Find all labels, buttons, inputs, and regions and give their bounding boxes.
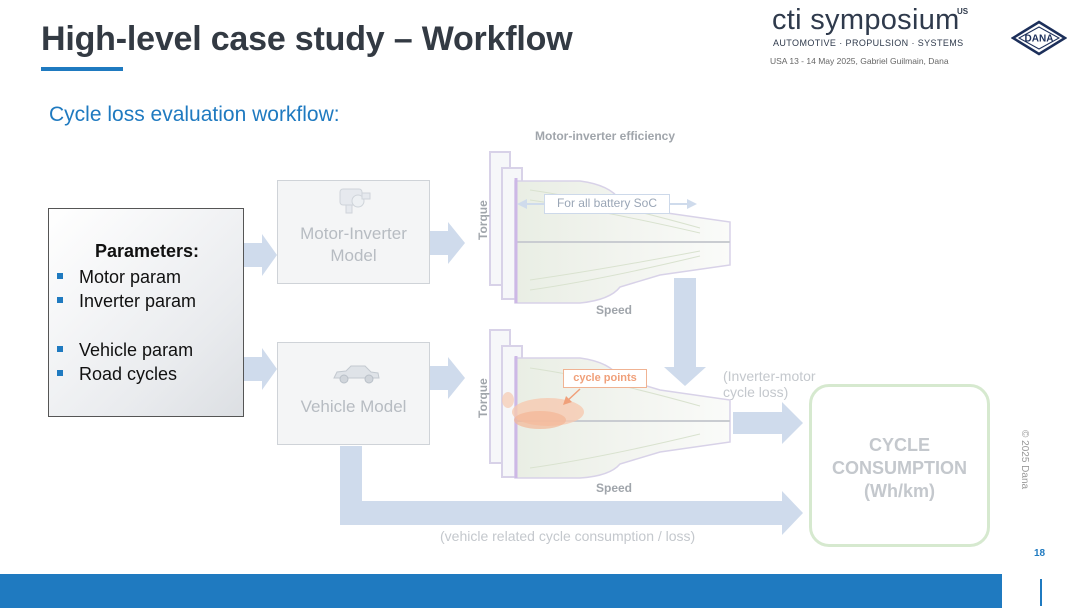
cycle-points-label: cycle points: [563, 369, 647, 388]
footer-divider: [1040, 579, 1042, 606]
footer-bar: [0, 574, 1002, 608]
title-underline: [41, 67, 123, 71]
car-icon: [333, 365, 380, 384]
bullet-icon: [57, 370, 63, 377]
vehicle-loss-label: (vehicle related cycle consumption / los…: [440, 528, 696, 544]
slide-title: High-level case study – Workflow: [41, 20, 573, 58]
dana-logo-text: DANA: [1025, 34, 1054, 45]
vehicle-model-label: Vehicle Model: [300, 397, 407, 416]
arrow-map-to-cycle-map: [664, 278, 706, 386]
cycle-map-x-axis: Speed: [596, 481, 633, 495]
efficiency-map-x-axis: Speed: [596, 303, 633, 317]
logo-tagline: AUTOMOTIVE · PROPULSION · SYSTEMS: [773, 38, 964, 48]
bullet-icon: [57, 297, 63, 304]
cycle-map-y-axis: Torque: [476, 378, 490, 418]
arrow-params-to-motor-model: [244, 234, 277, 276]
section-subtitle: Cycle loss evaluation workflow:: [49, 103, 340, 126]
result-line-1: CYCLE: [868, 435, 930, 455]
arrow-vehicle-loss-to-result: [340, 446, 803, 535]
efficiency-map-y-axis: Torque: [476, 200, 490, 240]
result-line-2: CONSUMPTION: [832, 458, 967, 478]
parameters-title: Parameters:: [94, 241, 200, 261]
inverter-loss-label: (Inverter-motor cycle loss): [723, 368, 816, 400]
copyright: © 2025 Dana: [1019, 430, 1030, 490]
event-info: USA 13 - 14 May 2025, Gabriel Guilmain, …: [770, 56, 949, 66]
arrow-params-to-vehicle-model: [244, 348, 277, 390]
arrow-inverter-loss-to-result: [733, 402, 803, 444]
dana-logo: DANA: [1011, 20, 1067, 56]
param-item-inverter: Inverter param: [57, 291, 196, 312]
param-item-road-cycles: Road cycles: [57, 364, 177, 385]
efficiency-map-title: Motor-inverter efficiency: [535, 129, 676, 143]
soc-label: For all battery SoC: [544, 194, 670, 214]
motor-icon: [339, 188, 371, 214]
bullet-icon: [57, 273, 63, 280]
logo-superscript: US: [957, 7, 969, 16]
cti-symposium-logo: cti symposium: [772, 4, 960, 36]
motor-inverter-model-label-2: Model: [330, 246, 377, 265]
cycle-map-stack: [489, 329, 731, 479]
param-item-motor: Motor param: [57, 267, 181, 288]
motor-inverter-model-box: Motor-Inverter Model: [277, 180, 430, 284]
page-number: 18: [1034, 548, 1046, 559]
result-line-3: (Wh/km): [864, 481, 935, 501]
vehicle-model-box: Vehicle Model: [277, 342, 430, 445]
cycle-consumption-box: CYCLE CONSUMPTION (Wh/km): [809, 384, 990, 547]
arrow-motor-model-to-map: [430, 222, 465, 264]
parameters-box: Parameters: Motor param Inverter param V…: [48, 208, 244, 417]
bullet-icon: [57, 346, 63, 353]
motor-inverter-model-label-1: Motor-Inverter: [300, 224, 407, 243]
param-item-vehicle: Vehicle param: [57, 340, 193, 361]
arrow-vehicle-model-to-map: [430, 357, 465, 399]
